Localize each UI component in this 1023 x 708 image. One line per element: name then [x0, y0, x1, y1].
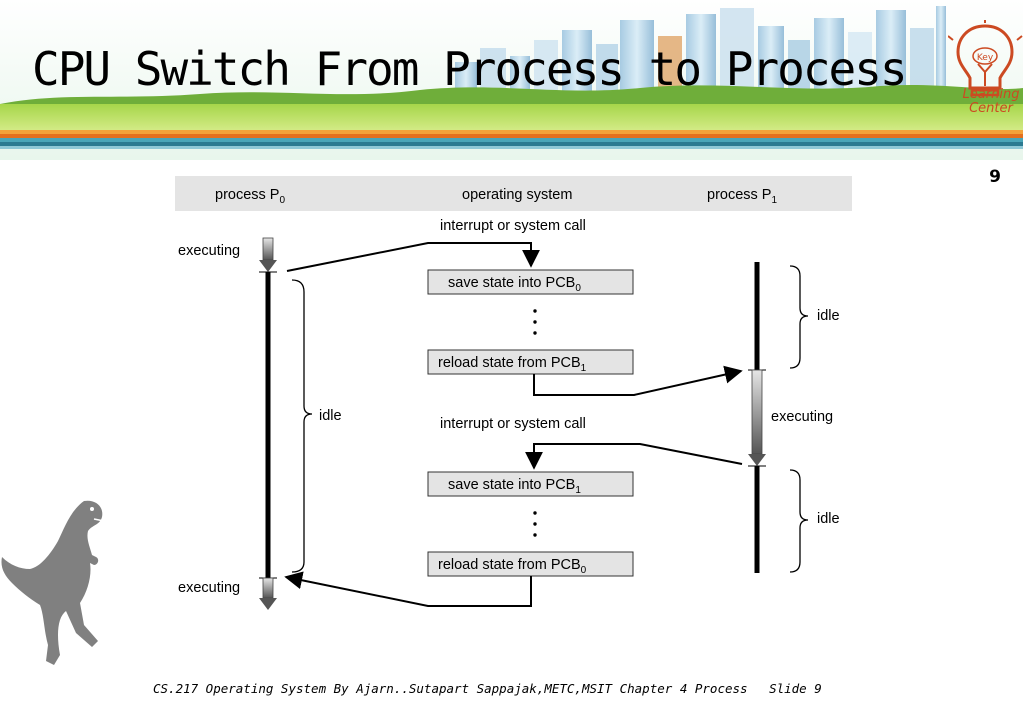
- p0-executing-bottom-arrow: [262, 577, 274, 599]
- p0-executing-top-label: executing: [178, 243, 240, 259]
- p1-executing-arrow: [751, 369, 763, 455]
- p1-idle-bottom-brace: [789, 469, 809, 573]
- box-reload-pcb1: [427, 349, 634, 375]
- svg-text:save state into PCB0: save state into PCB0: [448, 275, 581, 294]
- slide-footer: CS.217 Operating System By Ajarn..Sutapa…: [153, 681, 822, 696]
- logo-text: Learning Center: [956, 88, 1023, 116]
- svg-text:save state into PCB1: save state into PCB1: [448, 477, 581, 496]
- box-save-pcb0: [427, 269, 634, 295]
- footer-slide: Slide 9: [769, 681, 822, 696]
- p1-executing-label: executing: [771, 409, 833, 425]
- slide-number: 9: [989, 167, 1001, 187]
- footer-chapter: Chapter 4 Process: [619, 681, 748, 696]
- p1-idle-bottom-label: idle: [817, 511, 840, 527]
- header-process-p0: process P0: [215, 187, 285, 206]
- p0-idle-label: idle: [319, 408, 342, 424]
- flow-os-to-p1: [533, 365, 743, 396]
- svg-text:reload state from PCB0: reload state from PCB0: [438, 557, 587, 576]
- slide-title: CPU Switch From Process to Process: [32, 42, 908, 96]
- bulb-key-text: Key: [977, 53, 994, 63]
- diagram-header-bar: [175, 176, 852, 211]
- header-process-p1: process P1: [707, 187, 777, 206]
- p0-executing-bottom-label: executing: [178, 580, 240, 596]
- dinosaur-mascot-icon: [1, 500, 105, 665]
- box-save-pcb1: [427, 471, 634, 497]
- p0-idle-brace: [291, 279, 313, 573]
- p1-timeline: [748, 262, 809, 573]
- lightbulb-logo-icon: Key: [948, 20, 1023, 97]
- footer-course: CS.217 Operating System By Ajarn..Sutapa…: [153, 681, 613, 696]
- interrupt-label-1: interrupt or system call: [440, 218, 586, 234]
- p0-timeline: [259, 237, 313, 610]
- interrupt-label-2: interrupt or system call: [440, 416, 586, 432]
- ellipsis-dots-1: [533, 309, 537, 335]
- svg-text:reload state from PCB1: reload state from PCB1: [438, 355, 587, 374]
- p1-idle-top-label: idle: [817, 308, 840, 324]
- ellipsis-dots-2: [533, 511, 537, 537]
- header-banner: [0, 0, 1023, 160]
- logo-line-1: Learning: [962, 87, 1020, 102]
- p1-idle-top-brace: [789, 265, 809, 369]
- header-operating-system: operating system: [462, 187, 572, 203]
- logo-line-2: Center: [969, 101, 1013, 116]
- flow-p1-to-os: [525, 443, 743, 470]
- flow-os-to-p0: [284, 571, 532, 607]
- p0-executing-top-arrow: [262, 237, 274, 261]
- flow-p0-to-os: [286, 242, 540, 272]
